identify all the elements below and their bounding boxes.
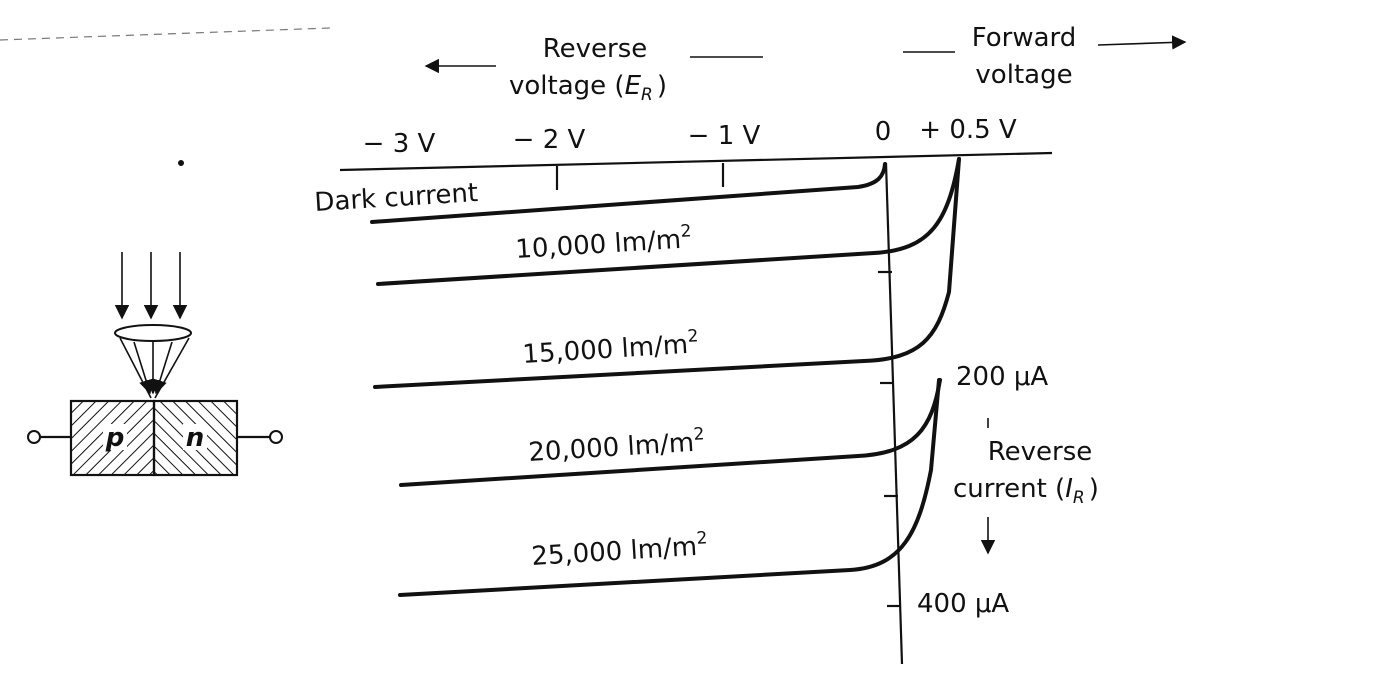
reverse-current-line1: Reverse [988,437,1093,467]
tick-label-minus-2v: − 2 V [513,125,586,155]
curve-10000 [376,157,961,286]
reverse-current-line2: current (IR) [953,474,1099,508]
reverse-voltage-line2: voltage (ER) [509,71,667,105]
reverse-voltage-label: Reverse voltage (ER) [509,34,667,105]
curve-labels: Dark current 10,000 lm/m2 15,000 lm/m2 2… [314,178,708,572]
voltage-tick-marks [555,163,725,190]
characteristic-curves [370,157,961,597]
current-tick-label-400: 400 μA [917,589,1009,619]
dashed-artifact-line [0,27,331,41]
current-tick-marks [878,270,901,608]
voltage-tick-labels: − 3 V − 2 V − 1 V 0 + 0.5 V [363,115,1017,159]
current-tick-label-200: 200 μA [956,362,1048,392]
lens-icon [114,324,192,342]
photodiode-illustration: p n [27,252,283,477]
left-terminal-icon [27,430,41,444]
n-label: n [186,423,205,453]
reverse-voltage-line1: Reverse [543,34,648,64]
tick-label-minus-1v: − 1 V [688,121,761,151]
p-label-bg [103,424,127,450]
curve-label-10000: 10,000 lm/m2 [514,221,692,265]
tick-label-zero: 0 [875,117,892,147]
focused-ray-right [154,337,190,399]
curve-label-dark-current: Dark current [314,178,479,218]
reverse-current-label: Reverse current (IR) [953,437,1099,508]
forward-voltage-line1: Forward [972,23,1077,53]
p-label: p [105,423,125,453]
curve-label-25000: 25,000 lm/m2 [530,528,708,572]
right-terminal-icon [269,430,283,444]
voltage-axis [339,151,1053,172]
curve-15000 [373,157,961,389]
tick-label-minus-3v: − 3 V [363,129,436,159]
speck-dot [178,160,184,166]
tick-label-plus-0-5v: + 0.5 V [919,115,1017,145]
focused-ray-icon-1 [133,341,153,395]
n-label-bg [183,424,207,450]
forward-voltage-line2: voltage [975,60,1072,90]
curve-25000 [398,378,941,597]
focused-ray-icon-3 [153,341,173,395]
current-axis [884,162,904,665]
curve-dark-current [370,162,887,224]
curve-label-20000: 20,000 lm/m2 [527,424,705,468]
forward-voltage-arrow-icon [1097,35,1187,50]
forward-voltage-label: Forward voltage [972,23,1077,90]
curve-label-15000: 15,000 lm/m2 [521,326,699,370]
